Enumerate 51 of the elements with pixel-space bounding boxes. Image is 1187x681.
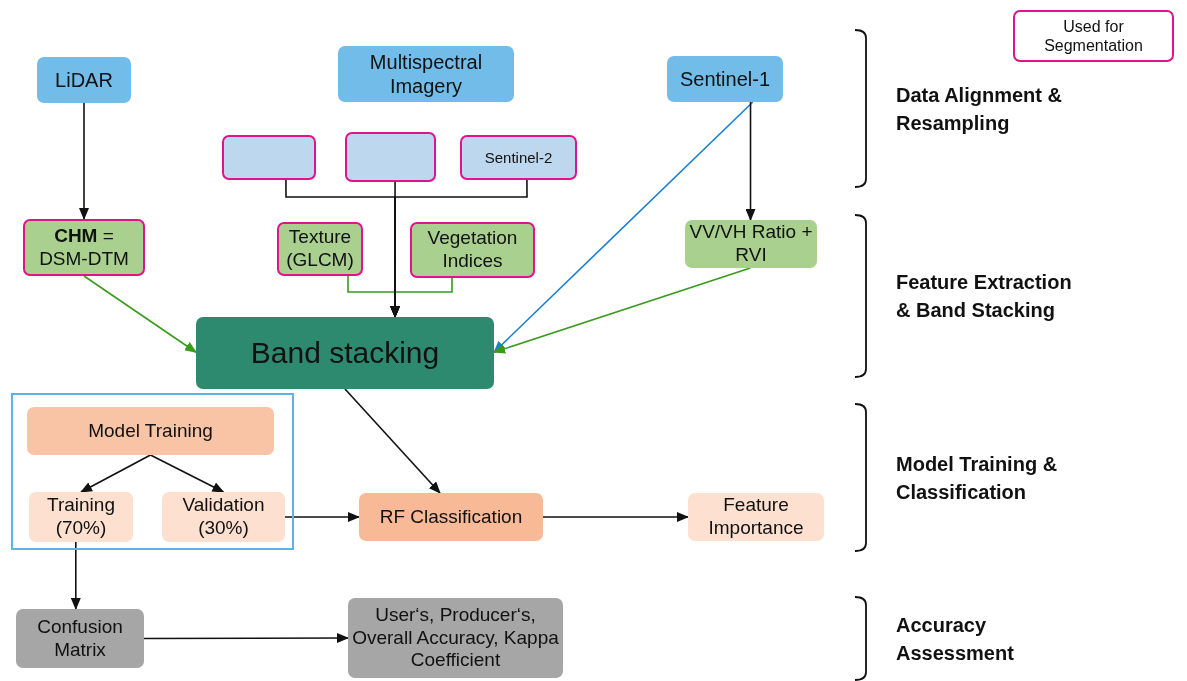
node-label: VV/VH Ratio + RVI [688,221,814,267]
process-box [162,492,285,542]
stage-label: Accuracy Assessment [896,612,1015,666]
node-label: Feature Importance [707,494,805,540]
arrow [542,512,689,522]
node-label: CHM = DSM-DTM [38,224,130,271]
group-frame [11,393,294,550]
feature-box [410,222,535,278]
arrow [284,512,360,522]
satellite-box [222,135,316,180]
node-label: Sentinel-1 [679,67,771,91]
stage-label: Model Training & Classification [896,451,1059,505]
node-label: Texture (GLCM) [285,226,355,272]
arrow [745,101,756,221]
stage-label: Feature Extraction & Band Stacking [896,270,1073,323]
node-label: Validation (30%) [181,494,266,540]
node-label: Multispectral Imagery [368,50,484,98]
node-label: Training (70%) [46,494,116,540]
data-source-box [667,56,783,102]
node-label: Band stacking [250,335,440,371]
node-label: Vegetation Indices [426,227,519,273]
arrow [493,101,754,354]
arrow [344,388,441,494]
node-label: RF Classification [379,505,523,529]
data-source-box [37,57,131,103]
process-box [196,317,494,389]
node-label: User‘s, Producer‘s, Overall Accuracy, Kappa Coefficient [351,603,560,673]
arrow [79,102,89,220]
assessment-box [16,609,144,668]
arrow [70,541,81,610]
node-label: Confusion Matrix [36,615,124,662]
arrow [390,179,528,318]
arrow [83,275,197,354]
arrow [80,454,152,493]
satellite-box [345,132,436,182]
process-box [688,493,824,541]
arrow [493,267,752,354]
stage-label: Data Alignment & Resampling [896,82,1063,136]
process-box [359,493,543,541]
legend-box: Used for Segmentation [1013,10,1174,62]
feature-box [23,219,145,276]
node-label: Model Training [88,419,213,443]
feature-box [277,222,363,276]
satellite-box [460,135,577,180]
node-label: Sentinel-2 [484,148,553,167]
process-box [29,492,133,542]
data-source-box [338,46,514,102]
process-box [27,407,274,455]
arrow [143,633,349,644]
arrow [149,454,225,493]
node-label: LiDAR [55,68,113,92]
